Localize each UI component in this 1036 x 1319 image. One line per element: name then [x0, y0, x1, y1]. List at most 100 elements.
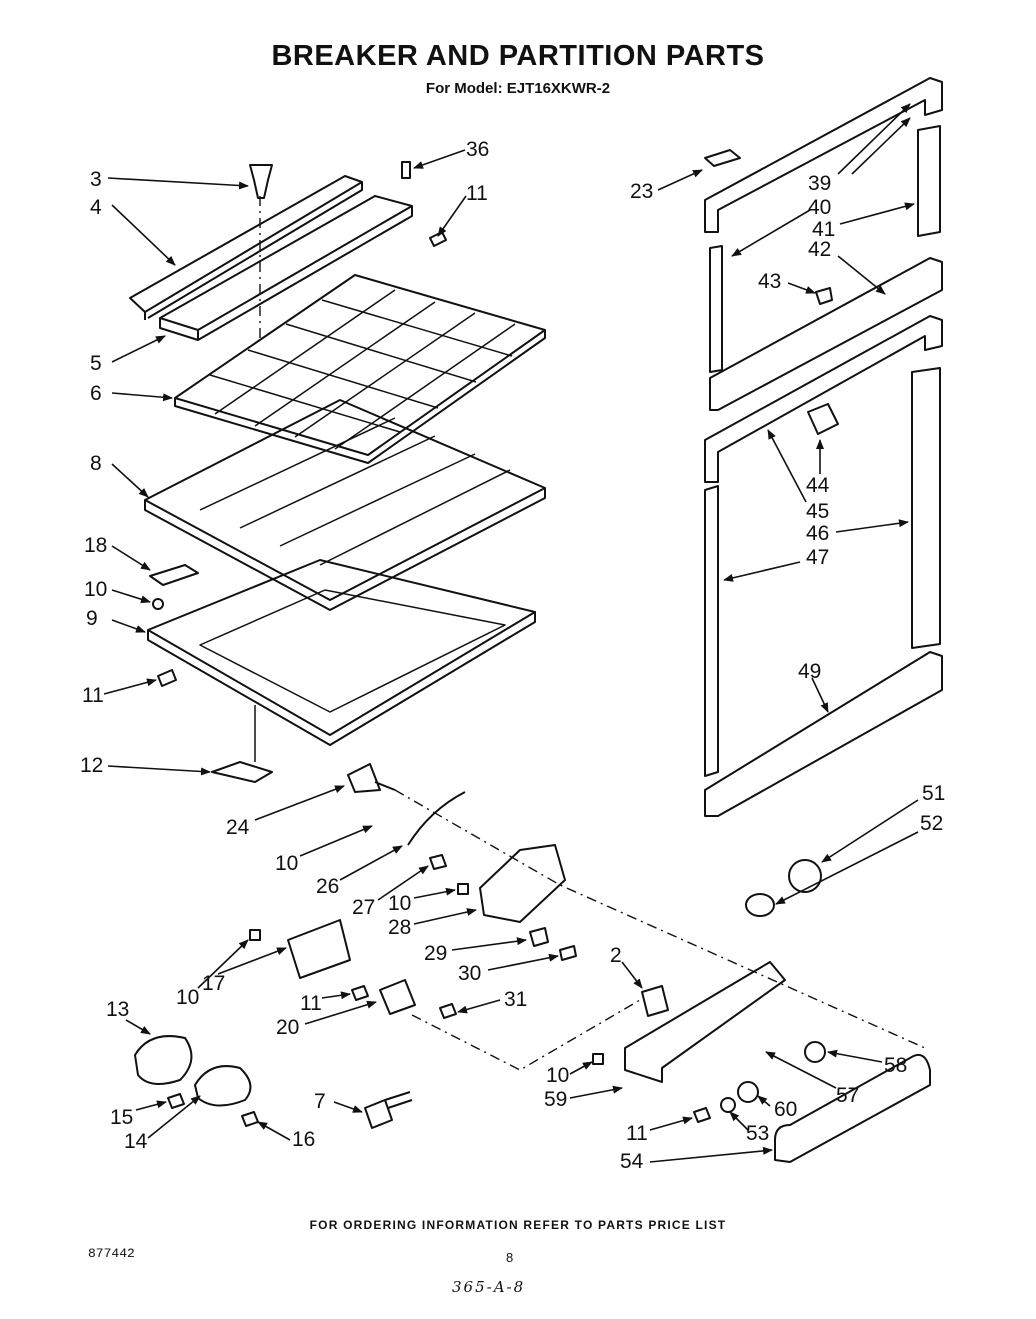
- callout-label: 47: [806, 546, 829, 569]
- leader-53: [729, 1111, 749, 1131]
- callout-labels: 3 4 36 11 5 6 8 18 10 9 11 12 23 39 40 4…: [80, 138, 945, 1173]
- part-11-screw-top: [429, 231, 447, 247]
- callout-label: 10: [546, 1064, 569, 1087]
- callout-label: 60: [774, 1098, 797, 1121]
- leader-29: [451, 937, 527, 951]
- callout-label: 30: [458, 962, 481, 985]
- callout-label: 42: [808, 238, 831, 261]
- leader-18: [111, 545, 151, 571]
- part-41-gasket-side: [917, 125, 941, 237]
- leader-10c: [413, 887, 456, 899]
- callout-label: 15: [110, 1106, 133, 1129]
- part-29-knob: [529, 927, 549, 947]
- leader-4: [111, 204, 176, 266]
- callout-label: 29: [424, 942, 447, 965]
- part-30-screw: [559, 945, 577, 961]
- part-7-connector: [364, 1091, 413, 1129]
- document-number: 877442: [88, 1246, 135, 1261]
- leader-43: [787, 282, 816, 294]
- leader-60: [757, 1095, 771, 1107]
- part-42-gasket-bottom: [709, 257, 943, 411]
- callout-label: 23: [630, 180, 653, 203]
- part-46-gasket-side: [911, 367, 941, 649]
- part-45-lower-gasket: [704, 315, 943, 483]
- leader-16: [257, 1121, 291, 1141]
- leader-26: [339, 845, 403, 881]
- leader-15: [135, 1100, 167, 1111]
- callout-label: 24: [226, 816, 250, 839]
- callout-label: 59: [544, 1088, 567, 1111]
- leader-12: [107, 765, 211, 776]
- callout-label: 14: [124, 1130, 148, 1153]
- part-20-relay: [379, 979, 416, 1015]
- assembly-line-b: [411, 999, 641, 1071]
- callout-label: 28: [388, 916, 411, 939]
- part-43-clip: [815, 287, 833, 305]
- handwritten-note: 365-A-8: [452, 1278, 526, 1296]
- leader-10b: [299, 825, 373, 857]
- part-53-cap: [720, 1097, 736, 1113]
- callout-label: 10: [84, 578, 107, 601]
- callout-label: 10: [275, 852, 298, 875]
- leader-24: [254, 785, 345, 821]
- part-26-wire: [407, 791, 466, 846]
- leader-58: [827, 1049, 883, 1063]
- part-54-grille: [774, 1054, 931, 1163]
- callout-label: 46: [806, 522, 829, 545]
- part-14-motor: [194, 1065, 252, 1107]
- part-2-switch: [641, 985, 669, 1017]
- callout-label: 6: [90, 382, 102, 405]
- part-9-frame-inner: [199, 589, 506, 713]
- leader-11d: [649, 1116, 693, 1131]
- part-18-pad: [149, 564, 199, 586]
- part-10-nut-mid: [457, 883, 469, 895]
- part-11-screw-left: [157, 669, 177, 687]
- callout-label: 44: [806, 474, 830, 497]
- leader-27: [377, 865, 429, 901]
- page-number: 8: [506, 1250, 514, 1265]
- leader-5: [111, 335, 166, 363]
- leader-11a: [437, 195, 467, 237]
- part-58-knob: [804, 1041, 826, 1063]
- part-23-thermostat: [704, 149, 741, 167]
- callout-label: 45: [806, 500, 829, 523]
- part-13-guard: [134, 1035, 193, 1085]
- leader-52: [775, 831, 919, 905]
- callout-label: 49: [798, 660, 821, 683]
- callout-label: 8: [90, 452, 102, 475]
- leader-2: [621, 961, 643, 989]
- page-title: BREAKER AND PARTITION PARTS: [271, 40, 765, 72]
- callout-label: 40: [808, 196, 831, 219]
- part-39-upper-gasket: [704, 77, 943, 233]
- callout-label: 9: [86, 607, 98, 630]
- part-31-screw: [439, 1003, 457, 1019]
- leader-7: [333, 1101, 363, 1113]
- leader-54: [649, 1146, 773, 1163]
- part-4-side-rail: [129, 175, 363, 320]
- leader-36: [413, 149, 466, 169]
- callout-label: 39: [808, 172, 831, 195]
- leader-13: [125, 1019, 151, 1035]
- part-60-knob: [737, 1081, 759, 1103]
- part-51-bulb-globe: [788, 859, 822, 893]
- part-59-control-panel: [624, 961, 786, 1083]
- part-44-switch: [807, 403, 839, 435]
- part-5-breaker-channel: [159, 195, 413, 341]
- leader-20: [304, 1000, 377, 1025]
- model-subtitle: For Model: EJT16XKWR-2: [425, 80, 611, 97]
- callout-label: 27: [352, 896, 375, 919]
- leader-8: [111, 463, 149, 498]
- part-3-plug: [249, 164, 273, 199]
- part-10-nut-left: [249, 929, 261, 941]
- leader-40: [731, 209, 811, 257]
- part-27-screw: [429, 854, 447, 870]
- leader-3: [107, 177, 249, 190]
- leader-57: [765, 1051, 837, 1089]
- callout-label: 43: [758, 270, 781, 293]
- callout-label: 54: [620, 1150, 644, 1173]
- callout-label: 57: [836, 1084, 859, 1107]
- part-6-shelf-grid: [174, 274, 546, 464]
- part-10-nut-top: [152, 598, 164, 610]
- leader-42: [837, 255, 886, 295]
